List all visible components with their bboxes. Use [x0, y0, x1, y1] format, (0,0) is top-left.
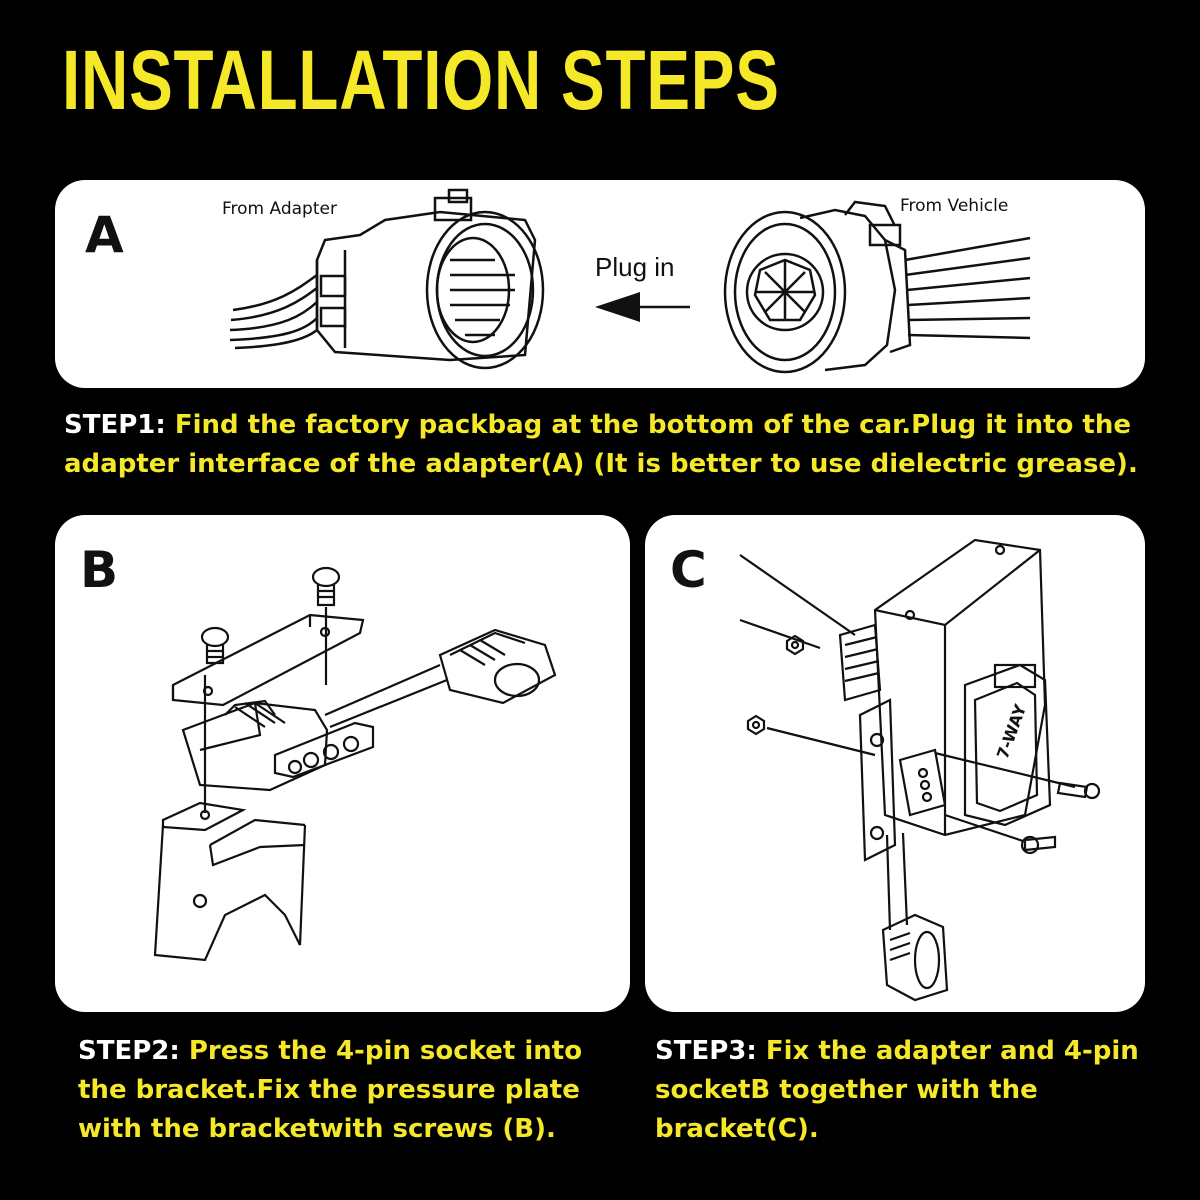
from-adapter-label: From Adapter: [222, 199, 337, 219]
socket-brand-text: 7-WAY: [993, 701, 1030, 761]
step-1-body: Find the factory packbag at the bottom o…: [64, 410, 1138, 479]
step-2-lead: STEP2:: [78, 1036, 180, 1066]
step-2-body: Press the 4-pin socket into the bracket.…: [78, 1036, 583, 1144]
panel-b-letter: B: [80, 541, 119, 599]
step-3-body: Fix the adapter and 4-pin socketB togeth…: [655, 1036, 1139, 1144]
adapter-plug-illustration: [229, 188, 1031, 374]
diagram-panel-c: 7-WAY C: [645, 515, 1145, 1012]
panel-c-letter: C: [670, 541, 707, 599]
step-3-text: STEP3: Fix the adapter and 4-pin socketB…: [655, 1032, 1195, 1149]
step-3-lead: STEP3:: [655, 1036, 757, 1066]
diagram-panel-a: A From Adapter From Vehicle Plug in: [55, 180, 1145, 388]
final-assembly-illustration: 7-WAY: [739, 538, 1101, 1002]
from-vehicle-label: From Vehicle: [900, 196, 1009, 216]
plug-in-label: Plug in: [595, 252, 675, 282]
page-title: INSTALLATION STEPS: [62, 33, 780, 127]
bracket-assembly-illustration: [153, 566, 557, 962]
step-1-lead: STEP1:: [64, 410, 166, 440]
diagram-panel-b: B: [55, 515, 630, 1012]
step-2-text: STEP2: Press the 4-pin socket into the b…: [78, 1032, 638, 1149]
panel-a-letter: A: [85, 206, 124, 264]
step-1-text: STEP1: Find the factory packbag at the b…: [64, 406, 1174, 484]
